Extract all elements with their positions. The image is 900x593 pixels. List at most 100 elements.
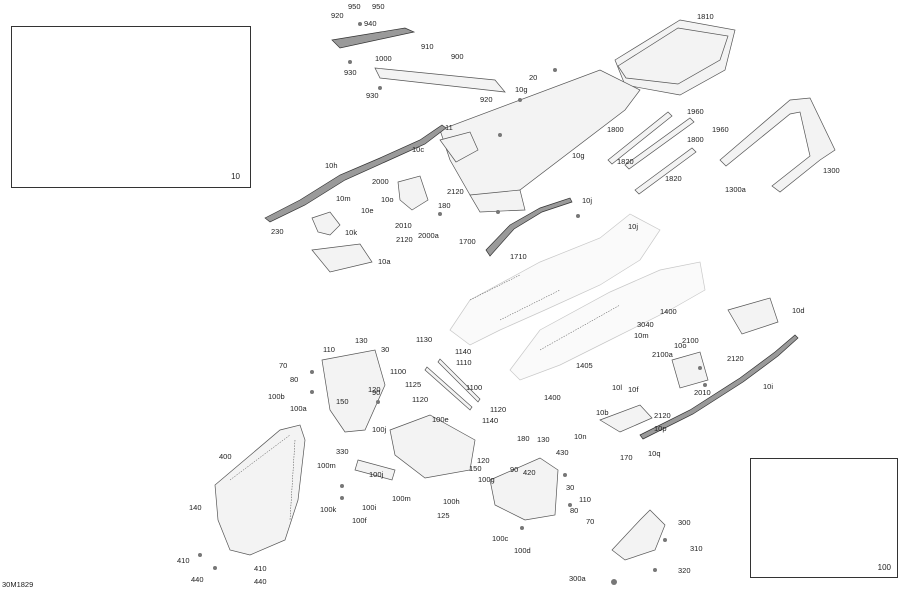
callout-label: 10b: [596, 408, 609, 417]
callout-label: 10g: [515, 85, 528, 94]
bracket-10a-part: [311, 243, 373, 273]
callout-label: 150: [469, 464, 482, 473]
callout-label: 90: [372, 388, 381, 397]
callout-label: 430: [556, 448, 569, 457]
callout-label: 10k: [345, 228, 358, 237]
callout-label: 100f: [352, 516, 367, 525]
skid-plate-100e-part: [389, 414, 476, 479]
strip-330-part: [354, 459, 396, 481]
callout-label: 100k: [320, 505, 337, 514]
callout-label: 1140: [482, 416, 499, 425]
callout-label: 1130: [416, 335, 433, 344]
callout-label: 1820: [617, 157, 634, 166]
callout-label: 100d: [514, 546, 531, 555]
inset-frame-100: 100: [750, 458, 898, 578]
callout-label: 2000: [372, 177, 389, 186]
callout-label: 1000: [375, 54, 392, 63]
callout-label: 10p: [654, 424, 667, 433]
rail-1700-part: [485, 197, 573, 257]
rails-1800-1820: [607, 111, 697, 195]
callout-label: 940: [364, 19, 377, 28]
callout-label: 3040: [637, 320, 654, 329]
callout-label: 1960: [712, 125, 729, 134]
callout-label: 1100: [466, 383, 483, 392]
callout-label: 950: [348, 2, 361, 11]
callout-label: 1140: [455, 347, 472, 356]
callout-label: 330: [336, 447, 349, 456]
callout-label: 180: [517, 434, 530, 443]
callout-label: 10f: [628, 385, 639, 394]
callout-label: 100a: [290, 404, 307, 413]
bracket-100a-part: [321, 349, 386, 433]
rod-1100-part: [424, 366, 473, 411]
reference-code: 30M1829: [2, 580, 34, 589]
inset-number: 10: [231, 172, 240, 181]
callout-label: 130: [537, 435, 550, 444]
callout-label: 70: [586, 517, 595, 526]
callout-label: 120: [477, 456, 490, 465]
side-rail-10i-part: [639, 334, 799, 440]
callout-label: 910: [421, 42, 434, 51]
callout-label: 1120: [490, 405, 507, 414]
callout-label: 100j: [369, 470, 384, 479]
plate-910-part: [331, 27, 416, 49]
callout-label: 230: [271, 227, 284, 236]
callout-label: 100m: [392, 494, 411, 503]
bracket-10d-part: [727, 297, 779, 335]
callout-label: 930: [344, 68, 357, 77]
callout-label: 10g: [572, 151, 585, 160]
callout-label: 440: [191, 575, 204, 584]
callout-label: 2010: [694, 388, 711, 397]
callout-label: 920: [480, 95, 493, 104]
callout-label: 130: [355, 336, 368, 345]
callout-label: 1800: [687, 135, 704, 144]
callout-label: 10d: [792, 306, 805, 315]
callout-label: 1710: [510, 252, 527, 261]
callout-label: 10e: [361, 206, 374, 215]
ghost-chassis-outline: [449, 213, 706, 381]
callout-label: 10a: [378, 257, 391, 266]
callout-label: 100i: [362, 503, 377, 512]
callout-label: 90: [510, 465, 519, 474]
callout-label: 950: [372, 2, 385, 11]
callout-label: 1960: [687, 107, 704, 116]
callout-label: 100h: [443, 497, 460, 506]
callout-label: 140: [189, 503, 202, 512]
callout-label: 310: [690, 544, 703, 553]
callout-label: 70: [279, 361, 288, 370]
callout-label: 440: [254, 577, 267, 586]
callout-label: 10j: [628, 222, 639, 231]
front-frame-400-part: [214, 424, 306, 556]
callout-label: 10l: [612, 383, 623, 392]
callout-label: 2120: [447, 187, 464, 196]
callout-label: 1100: [390, 367, 407, 376]
plate-900-part: [374, 67, 506, 93]
callout-label: 110: [579, 495, 591, 504]
callout-label: 100g: [478, 475, 495, 484]
callout-label: 10q: [648, 449, 661, 458]
support-100g-part: [489, 457, 559, 521]
callout-label: 900: [451, 52, 464, 61]
callout-label: 1300: [823, 166, 840, 175]
callout-label: 1300a: [725, 185, 746, 194]
callout-label: 2120: [654, 411, 671, 420]
bumper-1300-part: [719, 97, 836, 193]
callout-label: 100j: [372, 425, 387, 434]
callout-label: 100c: [492, 534, 509, 543]
callout-label: 1405: [576, 361, 593, 370]
callout-label: 2100: [682, 336, 699, 345]
callout-label: 10n: [574, 432, 587, 441]
callout-label: 920: [331, 11, 344, 20]
callout-label: 100b: [268, 392, 285, 401]
assembly-2000-part: [397, 175, 429, 211]
callout-label: 1400: [660, 307, 677, 316]
callout-label: 80: [570, 506, 579, 515]
callout-label: 2100a: [652, 350, 673, 359]
callout-label: 1120: [412, 395, 429, 404]
callout-label: 10i: [763, 382, 774, 391]
callout-label: 2000a: [418, 231, 439, 240]
rod-1120-part: [437, 358, 481, 403]
callout-label: 170: [620, 453, 633, 462]
callout-label: 300a: [569, 574, 586, 583]
